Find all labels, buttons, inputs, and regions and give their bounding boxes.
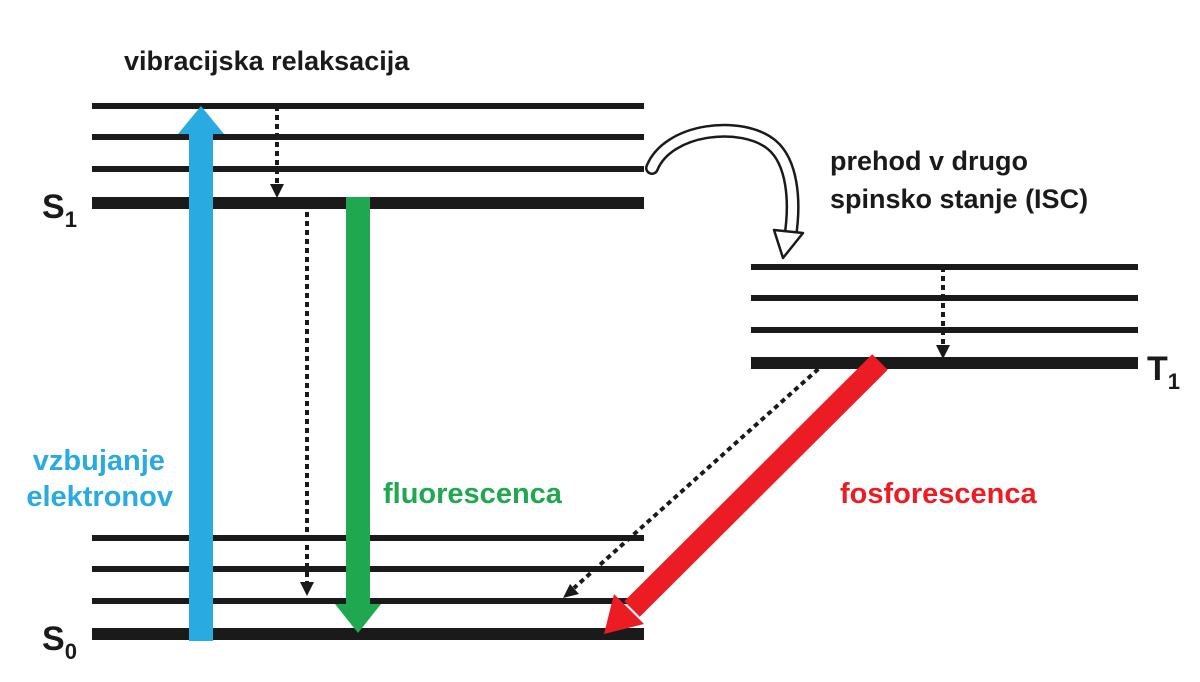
isc-label: prehod v drugo spinsko stanje (ISC) bbox=[830, 146, 1088, 214]
vibrational-relaxation-label: vibracijska relaksacija bbox=[124, 46, 410, 76]
arrow-head bbox=[563, 584, 579, 598]
dotted-arrow-heads bbox=[270, 184, 950, 598]
s0-state-label: S0 bbox=[42, 620, 77, 664]
isc-arrow bbox=[645, 123, 805, 260]
phosphorescence-arrow bbox=[604, 354, 888, 634]
arrow-head bbox=[270, 184, 284, 198]
t1-state-label: T1 bbox=[1147, 350, 1180, 394]
s1-levels bbox=[92, 103, 644, 209]
arrow-head bbox=[936, 345, 950, 359]
s1-state-label: S1 bbox=[42, 188, 77, 232]
fluorescence-arrow bbox=[335, 197, 381, 633]
fluorescence-label: fluorescenca bbox=[383, 478, 563, 510]
excitation-arrow bbox=[178, 106, 224, 641]
excitation-label: vzbujanje elektronov bbox=[26, 445, 173, 513]
arrow-head bbox=[300, 582, 314, 596]
vibrational-relaxation-arrows bbox=[275, 106, 945, 590]
phosphorescence-label: fosforescenca bbox=[840, 478, 1038, 510]
t1-s0-nonradiative-arrow bbox=[572, 361, 827, 590]
